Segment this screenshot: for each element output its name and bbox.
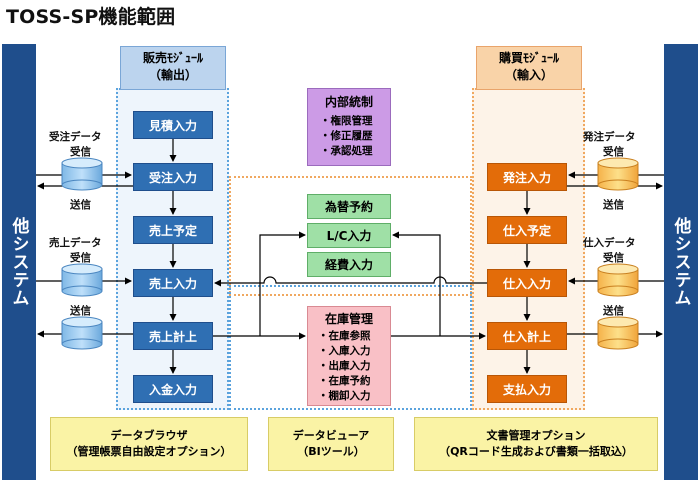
inventory-item: ・入庫入力 <box>318 345 371 357</box>
po-data-label: 発注データ <box>583 131 636 143</box>
inventory-item: ・在庫参照 <box>318 330 371 342</box>
center-blue-dotted <box>229 285 472 410</box>
data-viewer-option: データビューア（BIツール） <box>268 417 394 471</box>
purchase-schedule-box: 仕入予定 <box>487 216 567 244</box>
database-cylinder-left-3 <box>61 316 103 350</box>
purchase-input-box: 仕入入力 <box>487 269 567 297</box>
arrow <box>259 231 306 336</box>
internal-control-box: 内部統制 ・権限管理 ・修正履歴 ・承認処理 <box>307 88 391 166</box>
payment-input-box: 支払入力 <box>487 375 567 403</box>
purchase-module-header: 購買ﾓｼﾞｭｰﾙ（輸入） <box>476 46 582 90</box>
expense-input-box: 経費入力 <box>307 252 391 277</box>
document-management-option: 文書管理オプション（QRコード生成および書類一括取込） <box>414 417 658 471</box>
internal-control-item: ・修正履歴 <box>320 130 373 142</box>
lc-input-box: L/C入力 <box>307 223 391 248</box>
arrow <box>214 276 487 287</box>
send-label: 送信 <box>603 199 624 211</box>
inventory-item: ・棚卸入力 <box>318 390 371 402</box>
estimate-input-box: 見積入力 <box>133 111 213 139</box>
other-system-right: 他システム <box>664 44 698 480</box>
database-cylinder-right-3 <box>597 316 639 350</box>
sales-data-label: 売上データ <box>49 237 102 249</box>
fx-reservation-box: 為替予約 <box>307 194 391 219</box>
inventory-item: ・在庫予約 <box>318 375 371 387</box>
database-cylinder-right-2 <box>597 263 639 297</box>
send-label: 送信 <box>70 199 91 211</box>
internal-control-item: ・承認処理 <box>320 145 373 157</box>
sales-schedule-box: 売上予定 <box>133 216 213 244</box>
purchase-data-label: 仕入データ <box>583 237 636 249</box>
receive-label: 受信 <box>603 252 624 264</box>
payment-received-box: 入金入力 <box>133 375 213 403</box>
order-data-label: 受注データ <box>49 131 102 143</box>
inventory-item: ・出庫入力 <box>318 360 371 372</box>
po-input-box: 発注入力 <box>487 163 567 191</box>
sales-posting-box: 売上計上 <box>133 322 213 350</box>
arrow <box>392 231 441 336</box>
purchase-module-area <box>472 88 585 410</box>
receive-label: 受信 <box>70 146 91 158</box>
order-input-box: 受注入力 <box>133 163 213 191</box>
database-cylinder-right-1 <box>597 157 639 191</box>
internal-control-item: ・権限管理 <box>320 115 373 127</box>
sales-input-box: 売上入力 <box>133 269 213 297</box>
send-label: 送信 <box>603 305 624 317</box>
sales-module-header: 販売ﾓｼﾞｭｰﾙ（輸出） <box>120 46 226 90</box>
center-orange-dotted <box>229 176 472 296</box>
internal-control-title: 内部統制 <box>324 95 373 109</box>
page-title: TOSS-SP機能範囲 <box>6 6 176 28</box>
inventory-title: 在庫管理 <box>324 312 373 326</box>
database-cylinder-left-1 <box>61 157 103 191</box>
data-browser-option: データブラウザ（管理帳票自由設定オプション） <box>50 417 248 471</box>
purchase-posting-box: 仕入計上 <box>487 322 567 350</box>
send-label: 送信 <box>70 305 91 317</box>
receive-label: 受信 <box>603 146 624 158</box>
receive-label: 受信 <box>70 252 91 264</box>
database-cylinder-left-2 <box>61 263 103 297</box>
inventory-box: 在庫管理 ・在庫参照 ・入庫入力 ・出庫入力 ・在庫予約 ・棚卸入力 <box>307 306 391 406</box>
other-system-left: 他システム <box>2 44 36 480</box>
